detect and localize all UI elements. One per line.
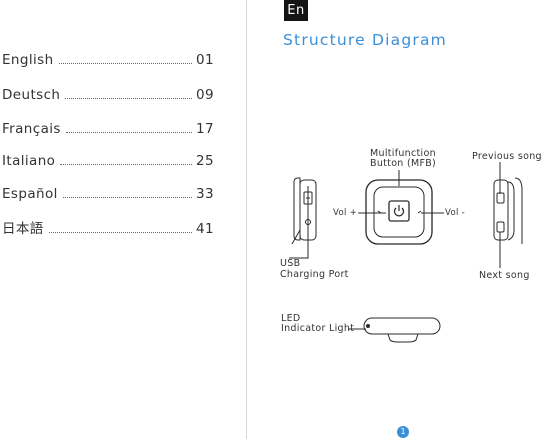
toc-language: Español <box>2 186 58 202</box>
mfb-button <box>388 200 410 222</box>
toc-page-number: 25 <box>196 153 214 169</box>
mfb-label-line2: Button (MFB) <box>370 158 437 169</box>
previous-song-label: Previous song <box>472 151 542 162</box>
next-song-button <box>496 221 505 233</box>
toc-leader-dots <box>65 98 193 99</box>
led-indicator <box>366 324 370 328</box>
led-label-line1: LED <box>281 313 301 324</box>
toc-language: Deutsch <box>2 87 61 103</box>
page-title: Structure Diagram <box>283 31 447 49</box>
toc-entry-espanol[interactable]: Español 33 <box>2 182 214 202</box>
table-of-contents: English 01 Deutsch 09 Français 17 Italia… <box>0 0 246 439</box>
toc-page-number: 01 <box>196 52 214 68</box>
mfb-label-line1: Multifunction <box>370 148 436 159</box>
usb-port-icon <box>305 219 311 225</box>
toc-language: Français <box>2 121 61 137</box>
toc-page-number: 17 <box>196 121 214 137</box>
toc-entry-english[interactable]: English 01 <box>2 48 214 68</box>
page-divider <box>246 0 247 439</box>
previous-song-button <box>496 192 505 204</box>
usb-callout-line <box>289 225 309 259</box>
toc-entry-francais[interactable]: Français 17 <box>2 117 214 137</box>
device-bottom-view <box>363 317 441 343</box>
vol-minus-label: Vol - <box>445 208 465 218</box>
toc-language: Italiano <box>2 153 56 169</box>
power-icon <box>393 205 405 217</box>
toc-page-number: 09 <box>196 87 214 103</box>
toc-leader-dots <box>60 164 193 165</box>
page-number: 1 <box>397 426 409 438</box>
vol-plus-label: Vol + <box>333 208 358 218</box>
toc-entry-deutsch[interactable]: Deutsch 09 <box>2 83 214 103</box>
device-front-view <box>365 179 433 245</box>
next-song-label: Next song <box>479 270 530 281</box>
device-side-view-left <box>291 177 317 245</box>
usb-icon <box>303 191 313 205</box>
toc-entry-japanese[interactable]: 日本語 41 <box>2 217 214 237</box>
toc-leader-dots <box>58 63 193 64</box>
toc-page-number: 33 <box>196 186 214 202</box>
led-label-line2: Indicator Light <box>281 323 355 334</box>
toc-entry-italiano[interactable]: Italiano 25 <box>2 149 214 169</box>
language-badge: En <box>284 0 308 21</box>
toc-leader-dots <box>65 132 193 133</box>
toc-language: English <box>2 52 54 68</box>
usb-label-line2: Charging Port <box>280 269 349 280</box>
device-side-view-right <box>493 177 523 244</box>
toc-leader-dots <box>62 197 193 198</box>
toc-leader-dots <box>48 232 193 233</box>
toc-language: 日本語 <box>2 221 44 237</box>
toc-page-number: 41 <box>196 221 214 237</box>
usb-label-line1: USB <box>280 258 301 269</box>
arrow-right-icon <box>417 210 422 214</box>
